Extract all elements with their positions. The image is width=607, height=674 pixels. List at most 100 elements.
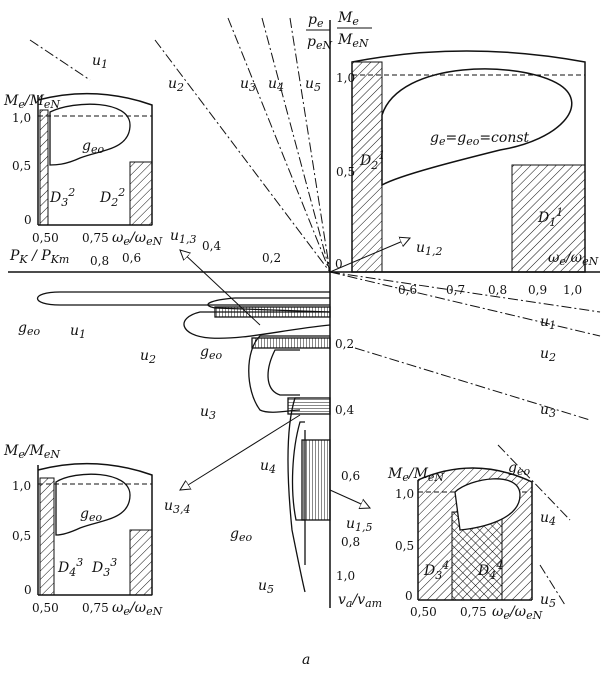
svg-text:D44: D44	[477, 559, 503, 582]
svg-text:u1,2: u1,2	[416, 240, 443, 258]
svg-text:geo: geo	[80, 506, 102, 524]
svg-text:u5: u5	[258, 578, 274, 596]
svg-text:1,0: 1,0	[12, 479, 31, 493]
svg-text:u3: u3	[240, 76, 256, 94]
ray-u3-top	[227, 17, 331, 273]
svg-text:1,0: 1,0	[12, 111, 31, 125]
ray-labels-right: u1 u2 u3 u4 u5	[540, 314, 556, 610]
svg-text:D11: D11	[537, 206, 563, 229]
bottom-left-labels: geo u1 u2 geo u3 u4 geo u5	[18, 320, 276, 596]
svg-text:1,0: 1,0	[336, 71, 355, 85]
svg-text:u4: u4	[260, 458, 276, 476]
figure-label: a	[302, 652, 310, 668]
svg-text:MeN: MeN	[337, 32, 369, 50]
ray-u2-top	[154, 39, 331, 273]
svg-text:Me/MeN: Me/MeN	[3, 443, 60, 461]
svg-text:geo: geo	[230, 526, 252, 544]
svg-text:PK / PKm: PK / PKm	[9, 248, 69, 266]
bottom-left-curves	[37, 291, 331, 593]
svg-text:u3: u3	[540, 402, 556, 420]
left-tick-0-6: 0,6	[122, 251, 141, 265]
svg-text:0,9: 0,9	[528, 283, 547, 297]
svg-text:geo: geo	[200, 344, 222, 362]
svg-text:geo: geo	[508, 460, 530, 478]
svg-text:ωe/ωeN: ωe/ωeN	[492, 604, 543, 622]
arrow-labels: u1,2 u1,3 u3,4 u1,5	[164, 228, 443, 534]
inset-top-left: Me/MeN 1,0 0,5 0 0,50 0,75 ωe/ωeN geo D3…	[3, 92, 163, 248]
ray-u4-top	[261, 17, 331, 273]
svg-text:pe: pe	[308, 12, 324, 30]
ray-u1-top	[29, 39, 91, 81]
svg-text:0: 0	[24, 583, 32, 597]
svg-text:0,5: 0,5	[395, 539, 414, 553]
svg-text:0,4: 0,4	[335, 403, 354, 417]
svg-text:0,5: 0,5	[336, 165, 355, 179]
svg-text:0,50: 0,50	[32, 601, 59, 615]
svg-text:u1: u1	[92, 53, 108, 71]
top-ticks: 1,0 0,5 0	[335, 71, 355, 271]
svg-text:geo: geo	[18, 320, 40, 338]
svg-text:u3,4: u3,4	[164, 498, 191, 516]
svg-text:0,75: 0,75	[82, 231, 109, 245]
svg-text:0,5: 0,5	[12, 159, 31, 173]
ray-labels-top: u1 u2 u3 u4 u5	[92, 53, 321, 94]
svg-text:0,50: 0,50	[410, 605, 437, 619]
ray-u3-right	[354, 347, 591, 421]
axis-label-top: pe peN Me MeN	[306, 10, 372, 52]
inset-bottom-right: Me/MeN 1,0 0,5 0 0,50 0,75 ωe/ωeN geo D3…	[387, 460, 543, 622]
svg-text:D22: D22	[99, 186, 125, 209]
svg-text:0,2: 0,2	[335, 337, 354, 351]
svg-text:ωe/ωeN: ωe/ωeN	[112, 230, 163, 248]
inset-bottom-left: Me/MeN 1,0 0,5 0 0,50 0,75 ωe/ωeN geo D4…	[3, 443, 163, 618]
svg-text:u1,5: u1,5	[346, 516, 373, 534]
svg-text:Me/MeN: Me/MeN	[3, 93, 60, 111]
svg-text:D43: D43	[57, 556, 83, 579]
ray-u4-right	[497, 444, 571, 521]
svg-text:u2: u2	[168, 76, 184, 94]
svg-text:1,0: 1,0	[395, 487, 414, 501]
svg-text:0,8: 0,8	[90, 254, 109, 268]
svg-text:0,8: 0,8	[341, 535, 360, 549]
svg-text:0: 0	[405, 589, 413, 603]
svg-text:peN: peN	[307, 34, 332, 52]
svg-text:0,6: 0,6	[341, 469, 360, 483]
main-plot: ge=geo=const D21 D11	[351, 50, 586, 273]
ray-u5-top	[289, 17, 331, 273]
svg-text:D33: D33	[91, 556, 117, 579]
svg-text:Me: Me	[337, 10, 359, 28]
svg-text:u2: u2	[140, 348, 156, 366]
bottom-ticks: 0,2 0,4 0,6 0,8 1,0 va/vam	[335, 337, 382, 610]
ray-u5-right	[539, 564, 566, 606]
svg-text:0: 0	[335, 257, 343, 271]
ray-u1-right	[329, 271, 601, 313]
svg-text:D21: D21	[359, 149, 385, 172]
ray-u2-right	[329, 271, 601, 337]
svg-text:0,2: 0,2	[262, 251, 281, 265]
svg-text:Me/MeN: Me/MeN	[387, 466, 444, 484]
svg-text:0: 0	[24, 213, 32, 227]
svg-text:u4: u4	[540, 510, 556, 528]
svg-text:0,50: 0,50	[32, 231, 59, 245]
svg-text:u4: u4	[268, 76, 284, 94]
svg-text:D34: D34	[423, 559, 449, 582]
svg-text:0,75: 0,75	[460, 605, 487, 619]
svg-text:1,0: 1,0	[336, 569, 355, 583]
svg-text:u1: u1	[70, 323, 86, 341]
svg-text:va/vam: va/vam	[338, 592, 382, 610]
main-curve-label: ge=geo=const	[430, 130, 530, 148]
rays	[29, 17, 601, 606]
arrows	[180, 238, 410, 508]
svg-text:0,75: 0,75	[82, 601, 109, 615]
axis-label-left: PK / PKm 0,6 0,4 0,2 0,8	[9, 239, 281, 268]
svg-text:u1: u1	[540, 314, 556, 332]
svg-text:0,8: 0,8	[488, 283, 507, 297]
svg-text:u2: u2	[540, 346, 556, 364]
svg-text:ωe/ωeN: ωe/ωeN	[112, 600, 163, 618]
svg-text:u5: u5	[540, 592, 556, 610]
svg-text:D32: D32	[49, 186, 75, 209]
svg-text:0,7: 0,7	[446, 283, 465, 297]
svg-text:0,4: 0,4	[202, 239, 221, 253]
svg-text:u3: u3	[200, 404, 216, 422]
